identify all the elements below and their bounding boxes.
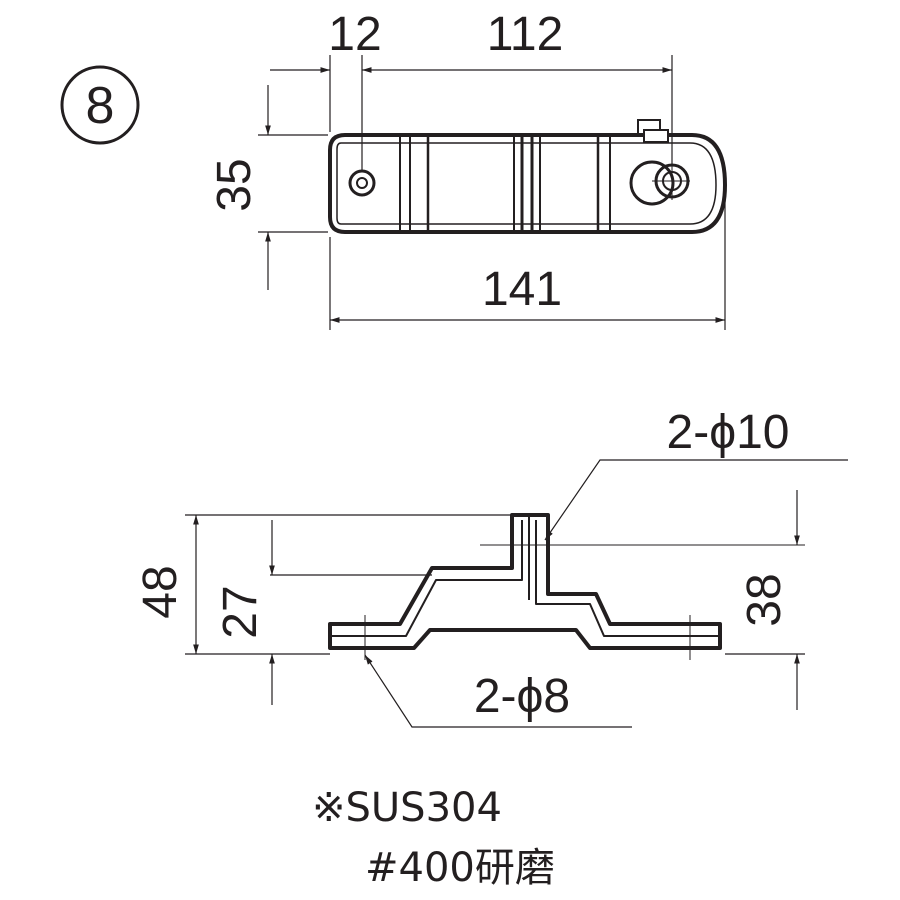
- extension-lines: [258, 55, 726, 330]
- hole-axis-lines: [364, 544, 805, 660]
- hole-left-icon: [348, 169, 376, 197]
- material-note: ※SUS304: [312, 785, 502, 831]
- dim-total-height-label: 48: [134, 565, 187, 618]
- side-view: 48 27 38 2-ϕ10 2-ϕ8: [134, 406, 848, 728]
- side-dimension-lines: [193, 490, 800, 710]
- bracket-plan-outline: [328, 133, 728, 234]
- dimension-lines: [265, 67, 725, 323]
- finish-note: #400研磨: [365, 845, 555, 891]
- bracket-profile-outline: [328, 513, 722, 650]
- dim-total-length-label: 141: [482, 263, 562, 316]
- dim-step-height-label: 27: [214, 585, 267, 638]
- side-extension-lines: [185, 514, 805, 655]
- dim-hole-spacing-label: 112: [487, 8, 564, 61]
- callout-lower-holes-label: 2-ϕ8: [474, 670, 570, 723]
- figure-number: 8: [86, 77, 115, 135]
- figure-number-badge: 8: [60, 65, 140, 145]
- bend-lines: [399, 135, 611, 232]
- callout-upper-holes-label: 2-ϕ10: [667, 406, 790, 459]
- dim-hole-offset-label: 12: [328, 8, 381, 61]
- pin-hole-right-icon: [629, 119, 690, 206]
- top-view: 12 112 141 35: [208, 8, 728, 330]
- dim-height-label: 35: [208, 158, 261, 211]
- dim-pin-height-label: 38: [738, 573, 791, 626]
- callout-leaders: [364, 459, 848, 728]
